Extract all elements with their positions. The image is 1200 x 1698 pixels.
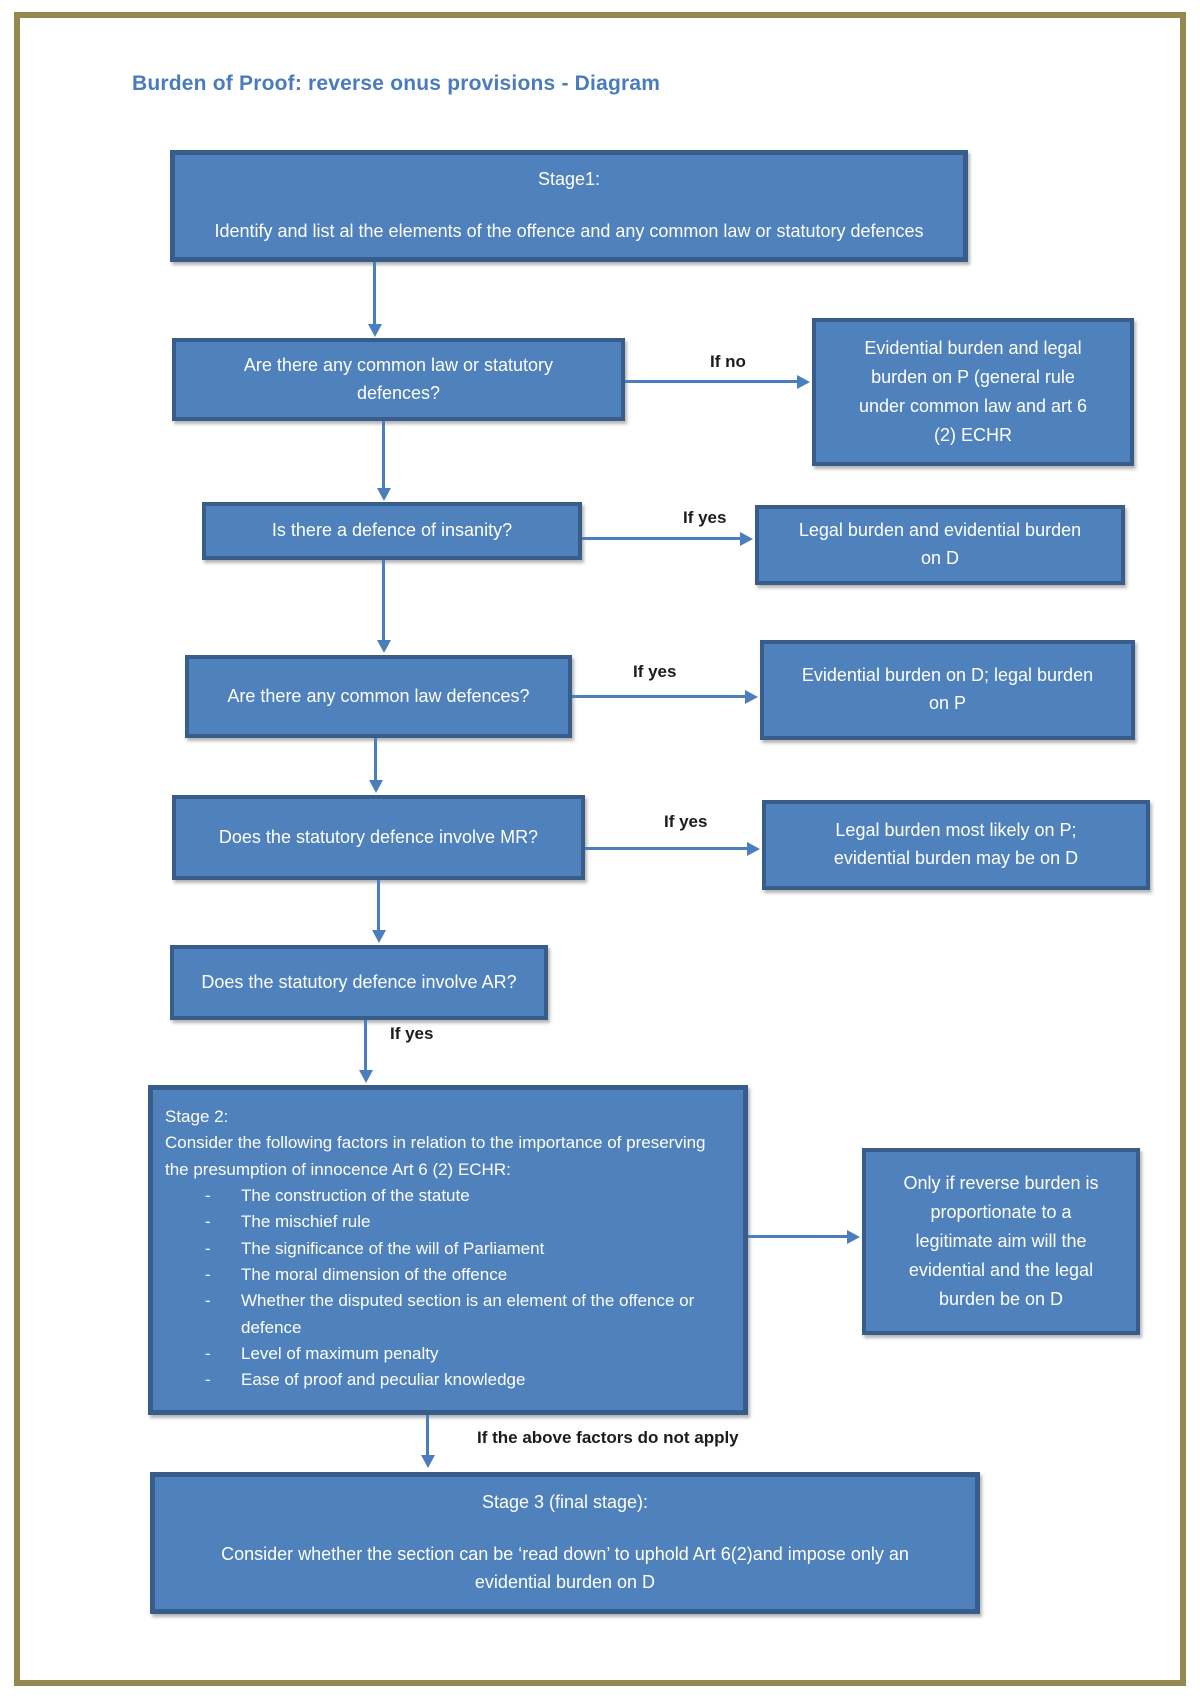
stage3-body: Consider whether the section can be ‘rea… [221, 1544, 909, 1592]
result-mens-rea-box: Legal burden most likely on P; evidentia… [762, 800, 1150, 890]
arrow-if-yes-2 [572, 695, 745, 698]
stage1-body: Identify and list al the elements of the… [214, 221, 924, 241]
factor-item: -The construction of the statute [165, 1183, 729, 1209]
if-no-label: If no [710, 352, 746, 371]
stage2-factor-list: -The construction of the statute -The mi… [165, 1183, 729, 1394]
bullet-dash: - [205, 1186, 211, 1206]
factor-item: -The significance of the will of Parliam… [165, 1236, 729, 1262]
if-yes-label-3: If yes [664, 812, 708, 831]
factor-item: -Whether the disputed section is an elem… [165, 1288, 729, 1341]
result-general-rule-box: Evidential burden and legal burden on P … [812, 318, 1134, 466]
arrow-stage2-to-proportionality [748, 1235, 847, 1238]
stage3-box: Stage 3 (final stage): Consider whether … [150, 1472, 980, 1614]
bullet-dash: - [205, 1291, 211, 1311]
result-common-law-box: Evidential burden on D; legal burden on … [760, 640, 1135, 740]
arrow-stage2-to-stage3 [426, 1415, 429, 1455]
stage2-heading: Stage 2: [165, 1107, 229, 1126]
arrow-common-law-to-mr [374, 738, 377, 780]
bullet-dash: - [205, 1370, 211, 1390]
factor-item: -Ease of proof and peculiar knowledge [165, 1367, 729, 1393]
stage2-intro: Consider the following factors in relati… [165, 1133, 706, 1179]
page-border-frame [14, 12, 1186, 1686]
question-mens-rea-box: Does the statutory defence involve MR? [172, 795, 585, 880]
factors-not-apply-label: If the above factors do not apply [477, 1428, 739, 1447]
question-defences-box: Are there any common law or statutory de… [172, 338, 625, 421]
if-yes-label-2: If yes [633, 662, 677, 681]
arrow-stage1-to-defences [373, 262, 376, 324]
bullet-dash: - [205, 1265, 211, 1285]
factor-item: -The mischief rule [165, 1209, 729, 1235]
if-yes-label-1: If yes [683, 508, 727, 527]
arrow-if-no [625, 380, 797, 383]
arrow-mr-to-ar [377, 880, 380, 930]
arrow-defences-to-insanity [382, 421, 385, 488]
stage2-box: Stage 2: Consider the following factors … [148, 1085, 748, 1415]
bullet-dash: - [205, 1238, 211, 1258]
result-proportionality-box: Only if reverse burden is proportionate … [862, 1148, 1140, 1335]
question-actus-reus-box: Does the statutory defence involve AR? [170, 945, 548, 1020]
stage3-heading: Stage 3 (final stage): [481, 1492, 649, 1513]
factor-item: -The moral dimension of the offence [165, 1262, 729, 1288]
question-insanity-box: Is there a defence of insanity? [202, 502, 582, 560]
arrow-insanity-to-common-law [382, 560, 385, 640]
stage1-heading: Stage1: [537, 169, 601, 190]
diagram-title: Burden of Proof: reverse onus provisions… [132, 72, 661, 95]
arrow-if-yes-3 [585, 847, 747, 850]
arrow-ar-to-stage2 [364, 1020, 367, 1070]
if-yes-label-4: If yes [390, 1024, 434, 1043]
bullet-dash: - [205, 1212, 211, 1232]
arrow-if-yes-1 [582, 537, 740, 540]
stage1-box: Stage1: Identify and list al the element… [170, 150, 968, 262]
bullet-dash: - [205, 1344, 211, 1364]
question-common-law-box: Are there any common law defences? [185, 655, 572, 738]
factor-item: -Level of maximum penalty [165, 1341, 729, 1367]
result-insanity-box: Legal burden and evidential burden on D [755, 505, 1125, 585]
